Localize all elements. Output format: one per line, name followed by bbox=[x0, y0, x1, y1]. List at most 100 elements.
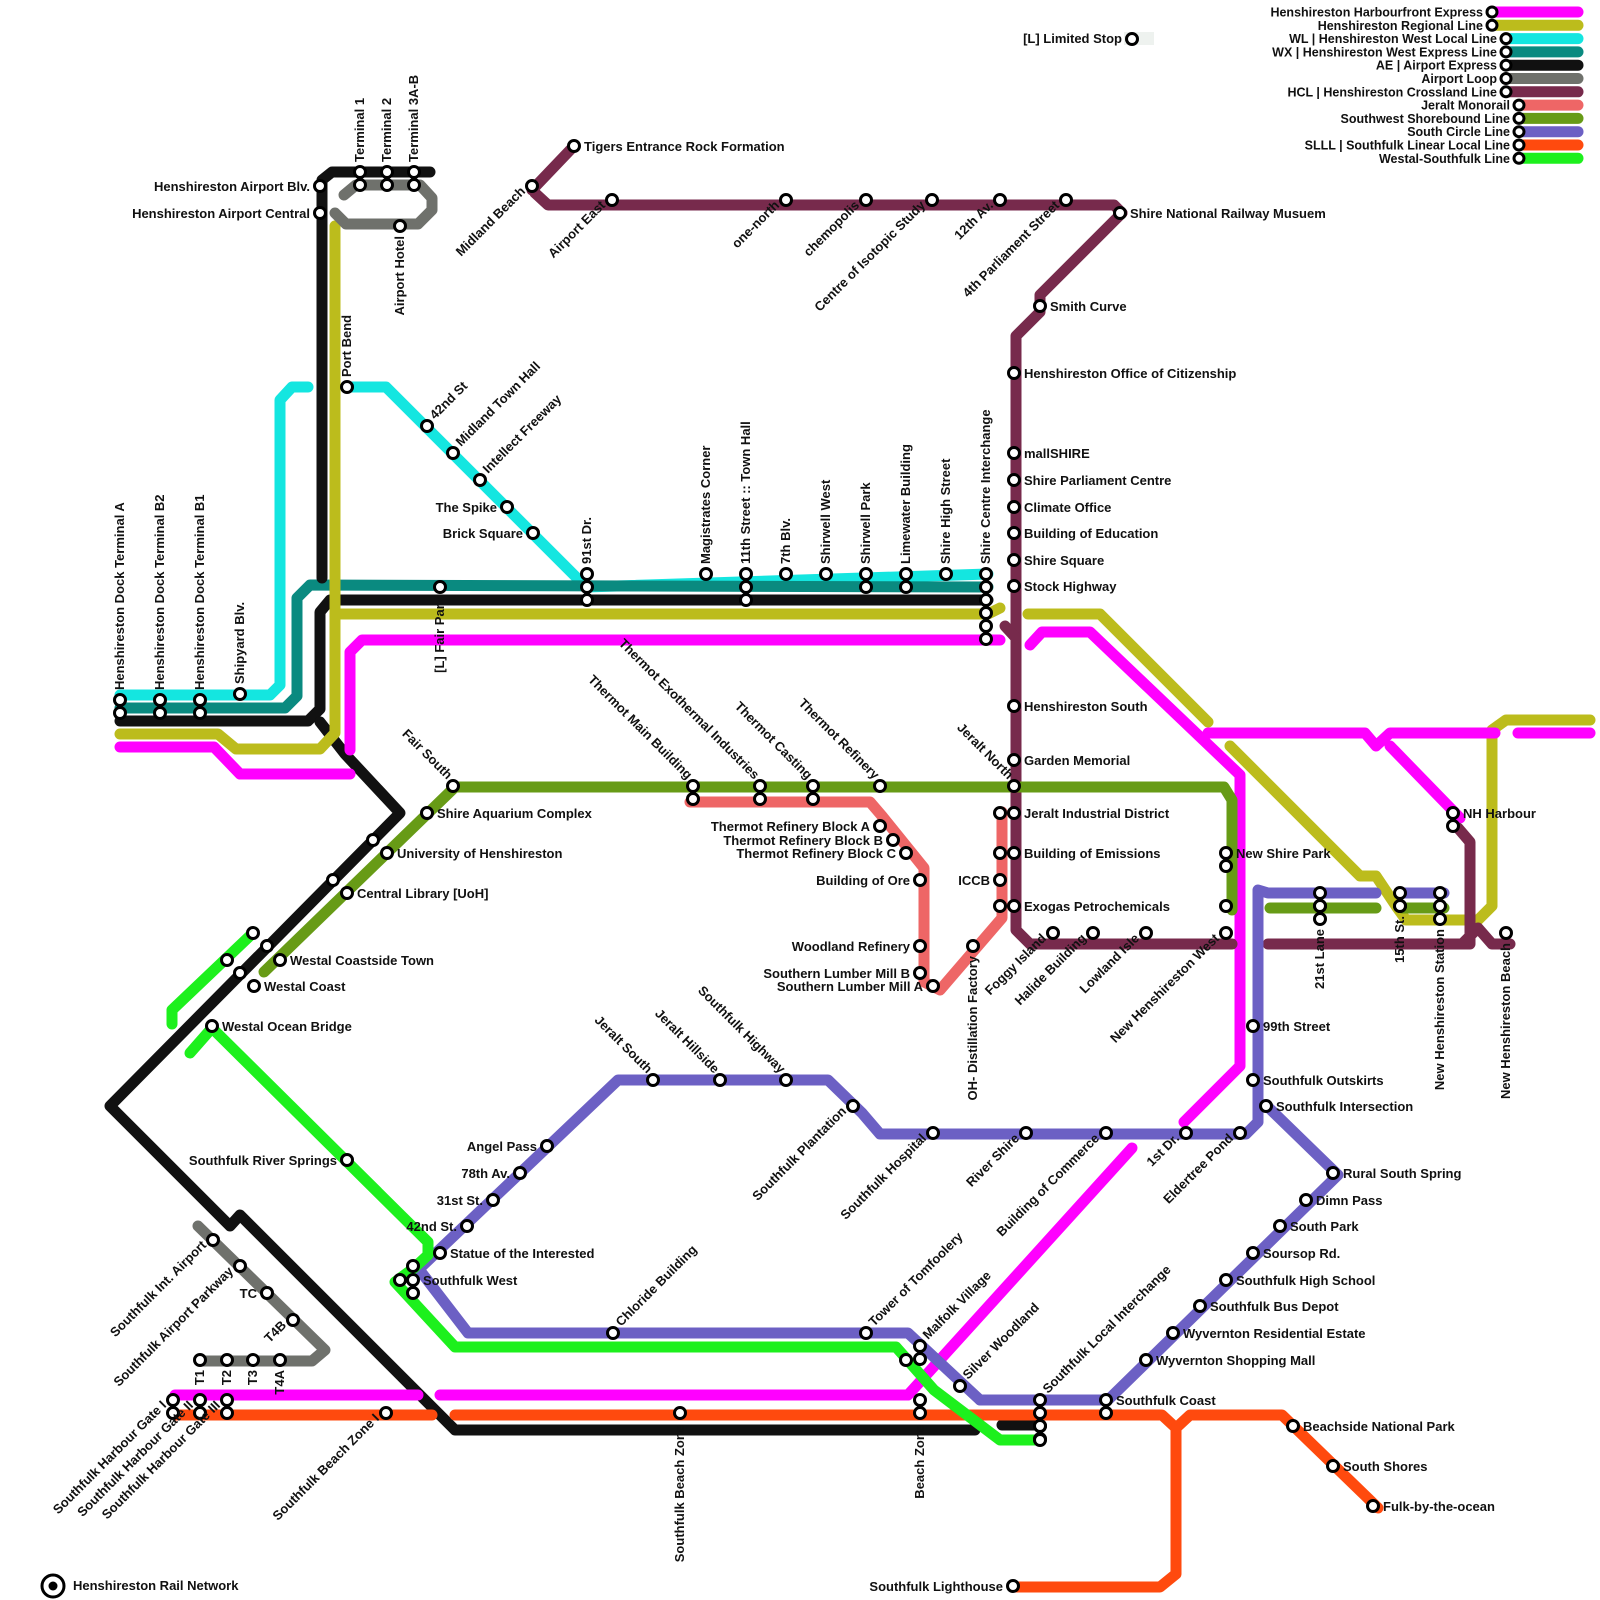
station-marker-southfulk-harbour-gate-i-1[interactable] bbox=[166, 1406, 180, 1420]
station-marker-southfulk-coast[interactable] bbox=[1099, 1393, 1113, 1407]
station-marker-shirwell-west[interactable] bbox=[819, 567, 833, 581]
station-marker-thermot-refinery-block-c[interactable] bbox=[899, 846, 913, 860]
station-marker-4th-parliament-street[interactable] bbox=[1059, 193, 1073, 207]
station-marker-soursop-rd[interactable] bbox=[1246, 1246, 1260, 1260]
station-marker-silver-woodland[interactable] bbox=[953, 1379, 967, 1393]
station-marker-central-library-uoh[interactable] bbox=[340, 886, 354, 900]
station-marker-1st-dr[interactable] bbox=[1179, 1126, 1193, 1140]
station-marker-wyvernton-shopping-mall[interactable] bbox=[1139, 1353, 1153, 1367]
station-marker-new-henshireston-station-2[interactable] bbox=[1433, 912, 1447, 926]
station-marker-south-park[interactable] bbox=[1273, 1219, 1287, 1233]
station-marker-t4b[interactable] bbox=[286, 1313, 300, 1327]
station-marker-henshireston-airport-central[interactable] bbox=[313, 206, 327, 220]
junction-marker-15[interactable] bbox=[1219, 899, 1233, 913]
junction-marker-11[interactable] bbox=[913, 1393, 927, 1407]
station-marker-thermot-exothermal-industries[interactable] bbox=[753, 779, 767, 793]
station-marker-westal-ocean-bridge[interactable] bbox=[205, 1019, 219, 1033]
station-marker-southfulk-intersection[interactable] bbox=[1259, 1099, 1273, 1113]
station-marker-fair-south[interactable] bbox=[446, 779, 460, 793]
station-marker-the-spike[interactable] bbox=[500, 500, 514, 514]
station-marker-7th-blv[interactable] bbox=[779, 567, 793, 581]
station-marker-magistrates-corner[interactable] bbox=[699, 567, 713, 581]
station-marker-eldertree-pond[interactable] bbox=[1233, 1126, 1247, 1140]
station-marker-91st-dr-1[interactable] bbox=[580, 580, 594, 594]
junction-marker-3[interactable] bbox=[233, 966, 247, 980]
station-marker-new-shire-park-1[interactable] bbox=[1219, 859, 1233, 873]
station-marker-exogas-petrochemicals[interactable] bbox=[1007, 899, 1021, 913]
station-marker-southfulk-int-airport[interactable] bbox=[206, 1233, 220, 1247]
station-marker-limewater-building-1[interactable] bbox=[899, 580, 913, 594]
station-marker-15th-st[interactable] bbox=[1393, 886, 1407, 900]
station-marker-fulk-by-the-ocean[interactable] bbox=[1366, 1499, 1380, 1513]
station-marker-shire-centre-interchange-2[interactable] bbox=[979, 593, 993, 607]
junction-marker-7[interactable] bbox=[393, 1273, 407, 1287]
station-marker-shire-aquarium-complex[interactable] bbox=[420, 806, 434, 820]
station-marker-intellect-freeway[interactable] bbox=[473, 473, 487, 487]
station-marker-42nd-st[interactable] bbox=[420, 419, 434, 433]
station-marker-nh-harbour[interactable] bbox=[1446, 806, 1460, 820]
station-marker-building-of-ore[interactable] bbox=[913, 873, 927, 887]
station-marker-southfulk-coast-1[interactable] bbox=[1099, 1406, 1113, 1420]
station-marker-beachside-national-park[interactable] bbox=[1286, 1419, 1300, 1433]
station-marker-woodland-refinery[interactable] bbox=[913, 939, 927, 953]
station-marker-southfulk-lighthouse[interactable] bbox=[1006, 1579, 1020, 1593]
station-marker-terminal-3a-b[interactable] bbox=[407, 165, 421, 179]
station-marker-thermot-refinery[interactable] bbox=[873, 779, 887, 793]
station-marker-southfulk-high-school[interactable] bbox=[1219, 1273, 1233, 1287]
station-marker-henshireston-dock-terminal-a[interactable] bbox=[113, 693, 127, 707]
station-marker-iccb[interactable] bbox=[993, 873, 1007, 887]
station-marker-shire-centre-interchange-4[interactable] bbox=[979, 619, 993, 633]
station-marker-southern-lumber-mill-a[interactable] bbox=[926, 979, 940, 993]
junction-marker-16[interactable] bbox=[1313, 899, 1327, 913]
station-marker-shire-square[interactable] bbox=[1007, 553, 1021, 567]
station-marker-12th-av[interactable] bbox=[993, 193, 1007, 207]
station-marker-shire-national-railway-musuem[interactable] bbox=[1113, 206, 1127, 220]
station-marker-southfulk-beach-zone[interactable] bbox=[673, 1406, 687, 1420]
station-marker-building-of-commerce[interactable] bbox=[1099, 1126, 1113, 1140]
station-marker-jeralt-south[interactable] bbox=[646, 1073, 660, 1087]
station-marker-southfulk-hospital[interactable] bbox=[926, 1126, 940, 1140]
station-marker-southfulk-harbour-gate-i[interactable] bbox=[166, 1393, 180, 1407]
station-marker-southfulk-beach-zone-i[interactable] bbox=[379, 1406, 393, 1420]
station-marker-angel-pass[interactable] bbox=[540, 1139, 554, 1153]
junction-marker-13[interactable] bbox=[993, 846, 1007, 860]
junction-marker-6[interactable] bbox=[406, 1259, 420, 1273]
station-marker-11th-street-town-hall-2[interactable] bbox=[739, 593, 753, 607]
junction-marker-1[interactable] bbox=[326, 873, 340, 887]
station-marker-southfulk-harbour-gate-iii[interactable] bbox=[220, 1393, 234, 1407]
station-marker-brick-square[interactable] bbox=[526, 526, 540, 540]
station-marker-southfulk-west[interactable] bbox=[406, 1273, 420, 1287]
station-marker-malfolk-village[interactable] bbox=[913, 1339, 927, 1353]
station-marker-nh-harbour-1[interactable] bbox=[1446, 819, 1460, 833]
junction-marker-5[interactable] bbox=[246, 926, 260, 940]
station-marker-building-of-education[interactable] bbox=[1007, 526, 1021, 540]
station-marker-new-henshireston-beach[interactable] bbox=[1499, 926, 1513, 940]
station-marker-91st-dr-2[interactable] bbox=[580, 593, 594, 607]
station-marker-thermot-main-building-1[interactable] bbox=[686, 792, 700, 806]
station-marker-31st-st[interactable] bbox=[486, 1193, 500, 1207]
station-marker-terminal-3a-b-1[interactable] bbox=[407, 178, 421, 192]
station-marker-climate-office[interactable] bbox=[1007, 500, 1021, 514]
station-marker-t4a[interactable] bbox=[273, 1353, 287, 1367]
station-marker-southfulk-local-interchange[interactable] bbox=[1033, 1393, 1047, 1407]
station-marker-henshireston-dock-terminal-a-1[interactable] bbox=[113, 706, 127, 720]
station-marker-statue-of-the-interested[interactable] bbox=[433, 1246, 447, 1260]
station-marker-11th-street-town-hall[interactable] bbox=[739, 567, 753, 581]
station-marker-tigers-entrance-rock-formation[interactable] bbox=[567, 139, 581, 153]
station-marker-henshireston-dock-terminal-b1[interactable] bbox=[193, 693, 207, 707]
station-marker-wyvernton-residential-estate[interactable] bbox=[1166, 1326, 1180, 1340]
station-marker-southfulk-harbour-gate-ii-1[interactable] bbox=[193, 1406, 207, 1420]
station-marker-shire-centre-interchange-5[interactable] bbox=[979, 632, 993, 646]
station-marker-westal-coast[interactable] bbox=[247, 979, 261, 993]
station-marker-shirwell-park[interactable] bbox=[859, 567, 873, 581]
station-marker-thermot-casting[interactable] bbox=[806, 779, 820, 793]
station-marker-henshireston-dock-terminal-b2-1[interactable] bbox=[153, 706, 167, 720]
station-marker-shirwell-park-1[interactable] bbox=[859, 580, 873, 594]
station-marker-southfulk-river-springs[interactable] bbox=[340, 1153, 354, 1167]
station-marker-airport-hotel[interactable] bbox=[393, 219, 407, 233]
station-marker-garden-memorial[interactable] bbox=[1007, 753, 1021, 767]
junction-marker-14[interactable] bbox=[993, 899, 1007, 913]
station-marker-midland-town-hall[interactable] bbox=[446, 446, 460, 460]
junction-marker-4[interactable] bbox=[220, 953, 234, 967]
station-marker-shire-centre-interchange[interactable] bbox=[979, 567, 993, 581]
